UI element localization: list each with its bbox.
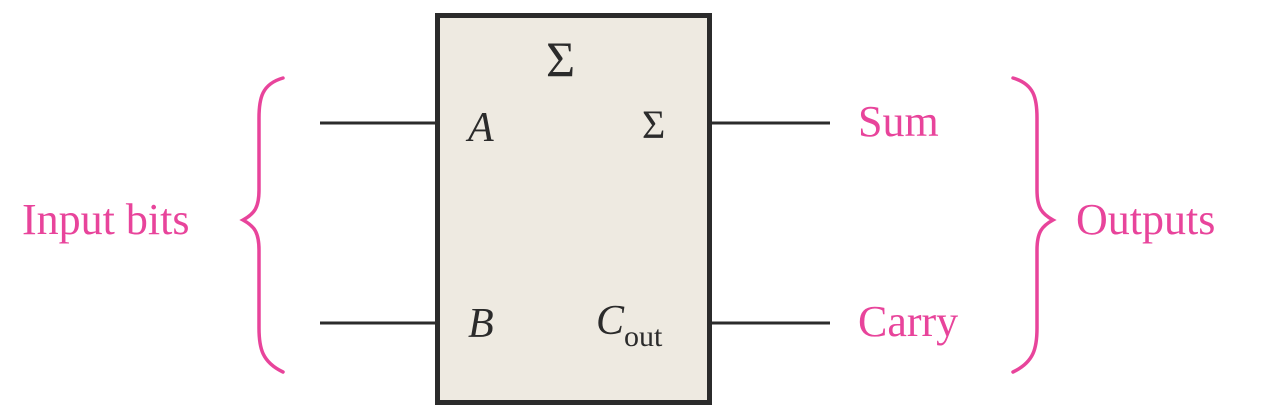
input-label-b: B — [468, 301, 494, 347]
outputs-label: Outputs — [1076, 195, 1216, 244]
input-bits-label: Input bits — [22, 195, 190, 244]
output-label-carry: Cout — [596, 298, 662, 352]
input-label-a: A — [468, 105, 494, 151]
input-brace — [239, 76, 285, 374]
carry-label: Carry — [858, 297, 959, 346]
block-sigma-symbol: Σ — [546, 31, 576, 87]
sum-label: Sum — [858, 97, 939, 146]
adder-block — [435, 13, 712, 405]
outputs-brace — [1011, 76, 1057, 374]
carry-c-letter: C — [596, 298, 625, 344]
carry-subscript: out — [624, 320, 663, 353]
output-label-sum: Σ — [642, 102, 666, 147]
